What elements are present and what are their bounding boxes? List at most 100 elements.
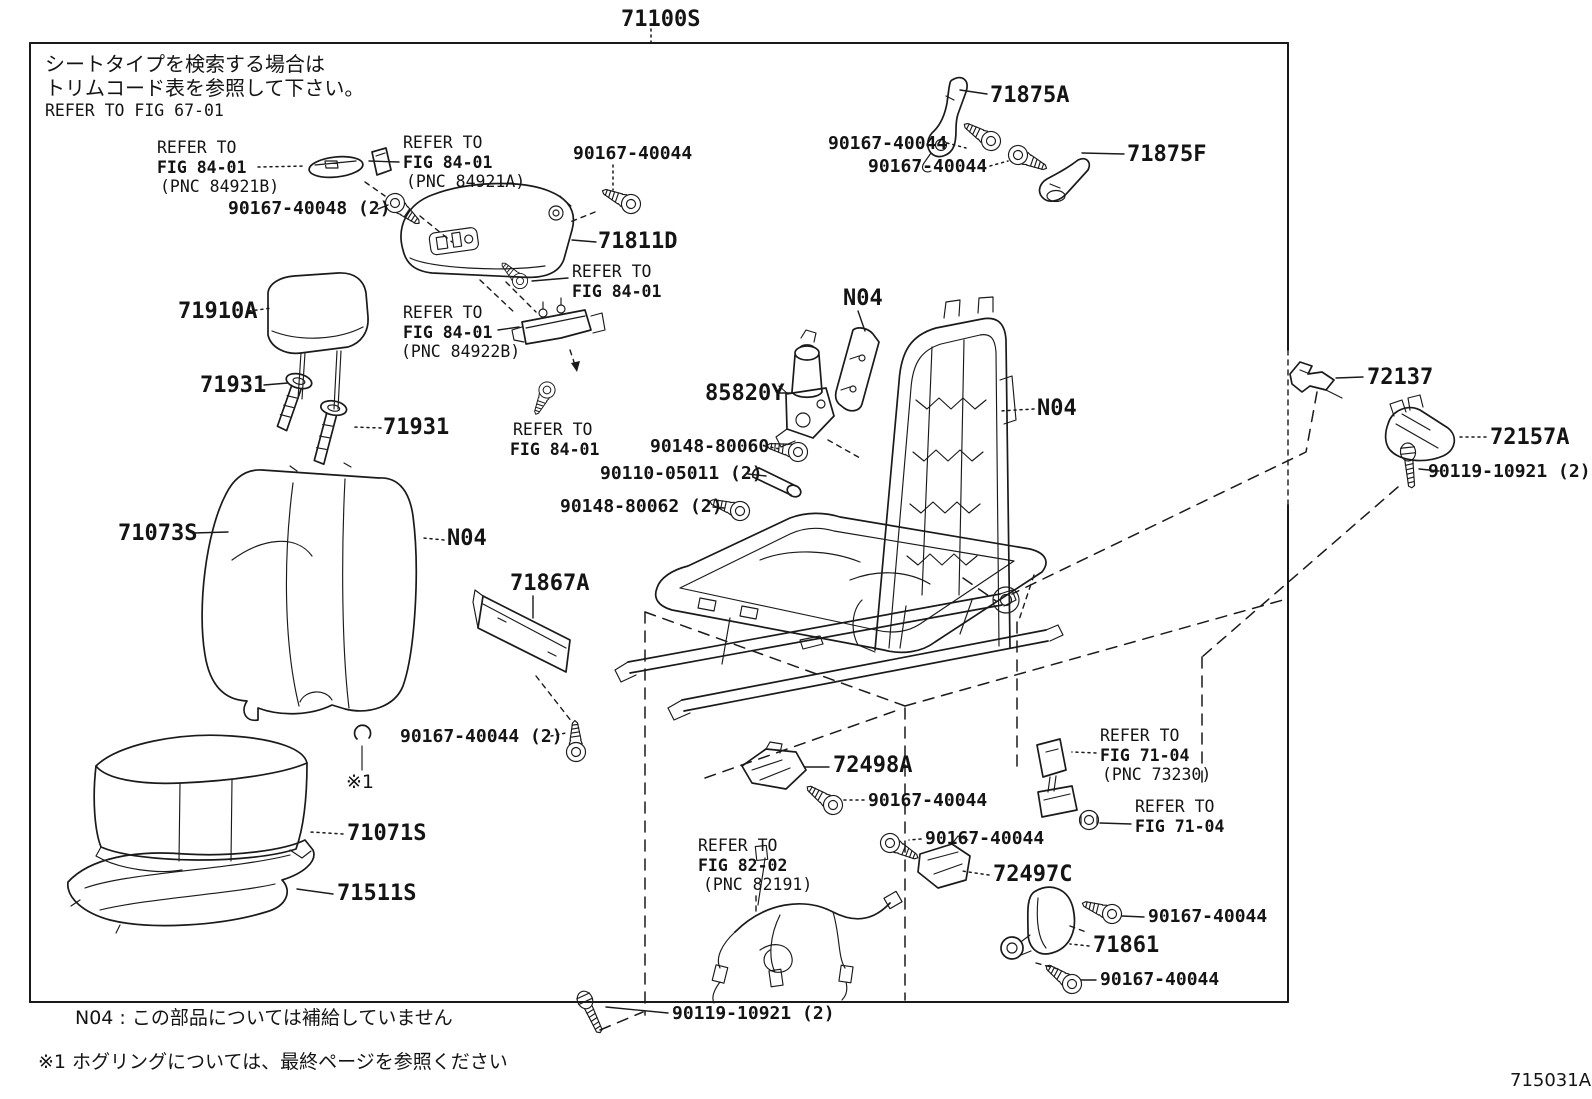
ref-8401b-line1: REFER TO [157, 138, 236, 157]
callout-90167-40044: 90167-40044 [868, 790, 987, 811]
callout-71511s: 71511S [337, 881, 416, 906]
screw-icon [764, 435, 810, 464]
sheet-code: 715031A [1510, 1070, 1592, 1091]
figure-title: 71100S [621, 7, 700, 32]
callout-n04: N04 [1037, 396, 1077, 421]
callout-71931: 71931 [383, 415, 449, 440]
callout-90167-40044: 90167-40044 [868, 156, 987, 177]
ref-8401c-line1: REFER TO [572, 262, 651, 281]
pin-90110-05011-drawing [751, 467, 802, 498]
footnote-hog-ring: ※1 ホグリングについては、最終ページを参照ください [38, 1051, 508, 1073]
seatbelt-buckle-drawing [1036, 738, 1078, 818]
screw-icon [801, 778, 847, 819]
shield-71867a-drawing [472, 589, 571, 673]
slide-motor-85820y-drawing [775, 329, 835, 448]
ref-8401d-line2: FIG 84-01 [403, 323, 492, 342]
callout-71931: 71931 [200, 373, 266, 398]
callout-72497c: 72497C [993, 862, 1072, 887]
recline-handle-drawing [308, 147, 392, 179]
callout-72137: 72137 [1367, 365, 1433, 390]
callout-71071s: 71071S [347, 821, 426, 846]
callout-85820y: 85820Y [705, 381, 785, 406]
airbag-unit-drawing [834, 327, 880, 412]
ref-8401a-line3: (PNC 84921A) [406, 172, 525, 191]
callout-90167-40044: 90167-40044 [1100, 969, 1219, 990]
ref-7104b-line2: FIG 71-04 [1135, 817, 1224, 836]
callout-90148-80062-2: 90148-80062 (2) [560, 496, 723, 517]
recliner-cover-71861-drawing [1000, 886, 1076, 960]
sheet-border [29, 42, 1289, 1003]
wire-harness-drawing [711, 844, 903, 1004]
bracket-84922b-drawing [511, 297, 606, 345]
seat-track-frame-drawing [614, 512, 1064, 721]
callout-71811d: 71811D [598, 229, 677, 254]
bracket-72498a-drawing [741, 741, 807, 790]
callout-71867a: 71867A [510, 571, 589, 596]
walkin-lever-71875f-drawing [1038, 157, 1091, 203]
ref-8401c-line2: FIG 84-01 [572, 282, 661, 301]
headrest-71910a-drawing [267, 272, 369, 410]
callout-90119-10921-2: 90119-10921 (2) [1428, 461, 1591, 482]
clip-72137-drawing [1289, 361, 1343, 399]
header-note-line1: シートタイプを検索する場合は [45, 52, 325, 76]
ref-8401a-line2: FIG 84-01 [403, 153, 492, 172]
ref-8202-line3: (PNC 82191) [703, 875, 812, 894]
callout-n04: N04 [843, 286, 883, 311]
callout-90167-40048-2: 90167-40048 (2) [228, 198, 391, 219]
assembly-dashed-lines [364, 181, 1399, 1031]
ref-7104a-line1: REFER TO [1100, 726, 1179, 745]
seat-shield-71811d-drawing [400, 182, 575, 279]
ref-8401e-line2: FIG 84-01 [510, 440, 599, 459]
callout-90167-40044: 90167-40044 [925, 828, 1044, 849]
callout-72498a: 72498A [833, 753, 912, 778]
screw-icon [876, 829, 923, 867]
ref-7104a-line2: FIG 71-04 [1100, 746, 1189, 765]
diagram-art [67, 76, 1456, 1004]
screw-icon [1004, 141, 1052, 178]
screw-icon [1078, 893, 1125, 927]
header-note-line3: REFER TO FIG 67-01 [45, 101, 224, 120]
ref-8401e-line1: REFER TO [513, 420, 592, 439]
callout-72157a: 72157A [1490, 425, 1569, 450]
callout-90167-40044: 90167-40044 [828, 133, 947, 154]
callout-71910a: 71910A [178, 299, 257, 324]
clip-72157a-drawing [1384, 394, 1456, 462]
callout-90167-40044: 90167-40044 [1148, 906, 1267, 927]
seatback-pad-71073s-drawing [201, 462, 418, 722]
fastener-glyphs [381, 115, 1420, 1037]
callout-71861: 71861 [1093, 933, 1159, 958]
footnote-n04: N04 : この部品については補給していません [75, 1007, 453, 1029]
callout-71875a: 71875A [990, 83, 1069, 108]
callout-90119-10921-2: 90119-10921 (2) [672, 1003, 835, 1024]
ref-8401b-line3: (PNC 84921B) [160, 177, 279, 196]
callout-90148-80060: 90148-80060 [650, 436, 769, 457]
dashed-arrowhead [571, 361, 580, 372]
ref-8202-line2: FIG 82-02 [698, 856, 787, 875]
callout-71073s: 71073S [118, 521, 197, 546]
seatback-frame-drawing [852, 296, 1020, 653]
ref-8401d-line3: (PNC 84922B) [401, 342, 520, 361]
walkin-lever-71875a-drawing [921, 76, 968, 173]
screw-icon [1040, 957, 1086, 998]
bracket-72497c-drawing [917, 835, 971, 889]
ref-8401b-line2: FIG 84-01 [157, 158, 246, 177]
callout-leader-lines [192, 89, 1487, 1014]
screw-icon [597, 181, 645, 218]
ref-8202-line1: REFER TO [698, 836, 777, 855]
nut-icon [1078, 809, 1100, 831]
cushion-pad-71071s-drawing [93, 734, 312, 872]
screw-icon [527, 378, 559, 419]
callout-n04: N04 [447, 526, 487, 551]
ref-7104a-line3: (PNC 73230) [1102, 765, 1211, 784]
headrest-support-pins-drawing [276, 372, 348, 466]
callout-90110-05011-2: 90110-05011 (2) [600, 463, 763, 484]
callout-asterisk1: ※1 [346, 771, 374, 793]
hog-ring-drawing [353, 724, 372, 771]
screw-icon [564, 719, 587, 763]
callout-90167-40044-2: 90167-40044 (2) [400, 726, 563, 747]
screw-icon [496, 257, 532, 293]
bolt-icon [1399, 441, 1420, 490]
header-note-line2: トリムコード表を参照して下さい。 [45, 76, 364, 100]
